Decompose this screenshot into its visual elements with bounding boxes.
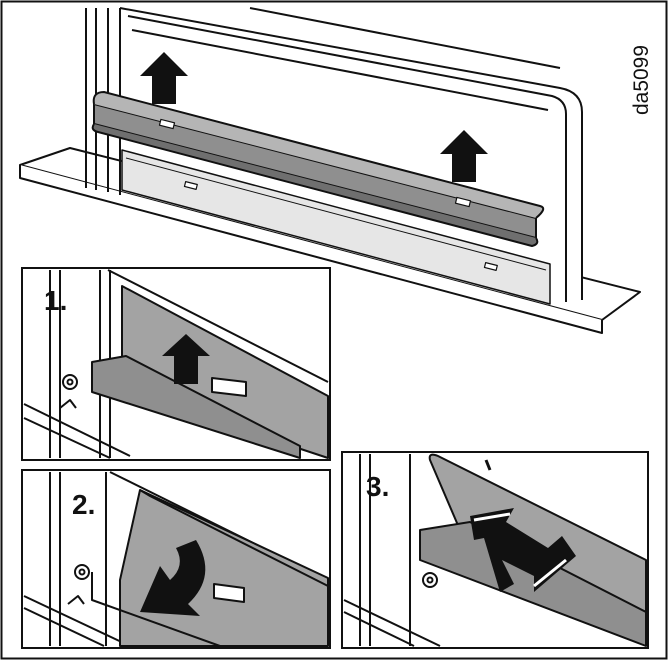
step-3-panel: 3. (341, 451, 649, 649)
tab-mark (484, 459, 492, 471)
step-1-label: 1. (44, 285, 67, 316)
step-1-panel: 1. (21, 267, 331, 461)
up-arrow-icon (162, 334, 210, 384)
curved-arrow-icon (140, 540, 206, 616)
up-arrow-icon (440, 130, 488, 182)
overview-drawing (19, 7, 641, 334)
figure-code: da5099 (630, 45, 653, 115)
up-arrow-icon (140, 52, 188, 104)
double-headed-arrow-icon (470, 508, 576, 592)
step-3-label: 3. (366, 471, 389, 502)
step-2-label: 2. (72, 489, 95, 520)
step-2-panel: 2. (21, 469, 331, 649)
